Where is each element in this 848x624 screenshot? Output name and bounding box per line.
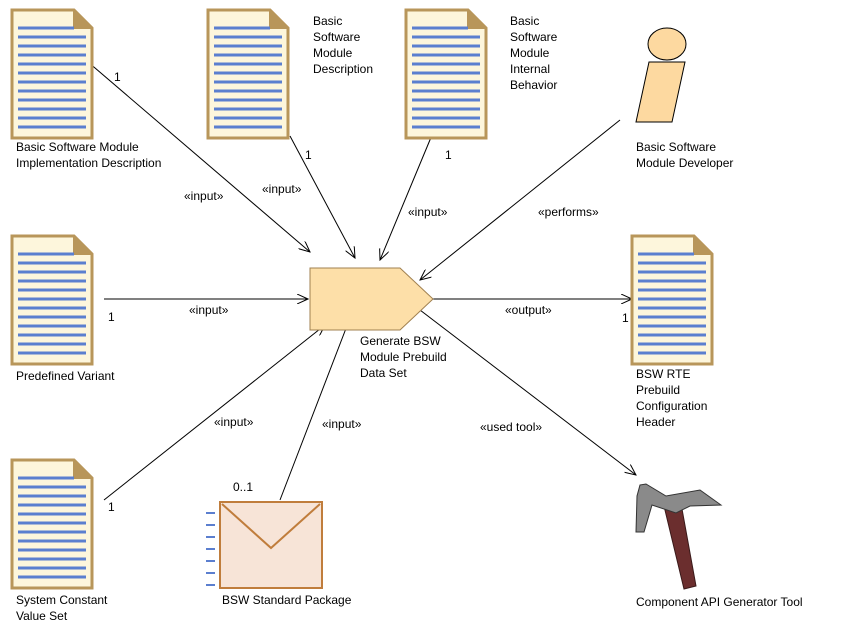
- rte-header-document-icon: [630, 234, 714, 366]
- edge-impl-desc: [73, 49, 310, 252]
- tool-label: Component API Generator Tool: [636, 595, 803, 609]
- predefined-variant-stereotype: «input»: [189, 303, 229, 317]
- system-constant-multiplicity: 1: [108, 500, 115, 514]
- output-stereotype: «output»: [505, 303, 552, 317]
- impl-desc-stereotype: «input»: [184, 189, 224, 203]
- package-envelope-icon: [206, 501, 323, 589]
- internal-behavior-stereotype: «input»: [408, 205, 448, 219]
- impl-desc-document-icon: [10, 8, 94, 140]
- module-desc-document-icon: [206, 8, 290, 140]
- module-desc-stereotype: «input»: [262, 182, 302, 196]
- predefined-variant-document-icon: [10, 234, 94, 366]
- edge-role: [420, 119, 621, 280]
- role-stereotype: «performs»: [538, 205, 599, 219]
- module-desc-multiplicity: 1: [305, 148, 312, 162]
- rte-header-multiplicity: 1: [622, 311, 629, 325]
- package-label: BSW Standard Package: [222, 593, 352, 607]
- connectors: [73, 49, 636, 501]
- edge-system-constant: [103, 325, 325, 501]
- impl-desc-multiplicity: 1: [114, 70, 121, 84]
- role-actor-icon: [635, 27, 687, 123]
- edge-package: [279, 318, 350, 501]
- edge-tool: [419, 309, 636, 475]
- task-label: Generate BSW Module Prebuild Data Set: [360, 334, 447, 380]
- package-multiplicity: 0..1: [233, 480, 254, 494]
- module-desc-label: Basic Software Module Description: [313, 14, 374, 76]
- system-constant-document-icon: [10, 458, 94, 590]
- edge-internal-behavior: [380, 134, 433, 260]
- impl-desc-label: Basic Software Module Implementation Des…: [16, 140, 162, 170]
- tool-hammer-icon: [635, 483, 723, 590]
- role-label: Basic Software Module Developer: [636, 140, 734, 170]
- system-constant-stereotype: «input»: [214, 415, 254, 429]
- task-shape: [309, 267, 434, 331]
- tool-stereotype: «used tool»: [480, 420, 543, 434]
- edge-module-desc: [289, 135, 355, 258]
- internal-behavior-label: Basic Software Module Internal Behavior: [510, 14, 558, 92]
- internal-behavior-multiplicity: 1: [445, 148, 452, 162]
- predefined-variant-multiplicity: 1: [108, 310, 115, 324]
- predefined-variant-label: Predefined Variant: [16, 369, 115, 383]
- rte-header-label: BSW RTE Prebuild Configuration Header: [636, 367, 708, 429]
- system-constant-label: System Constant Value Set: [16, 593, 108, 623]
- internal-behavior-document-icon: [404, 8, 488, 140]
- package-stereotype: «input»: [322, 417, 362, 431]
